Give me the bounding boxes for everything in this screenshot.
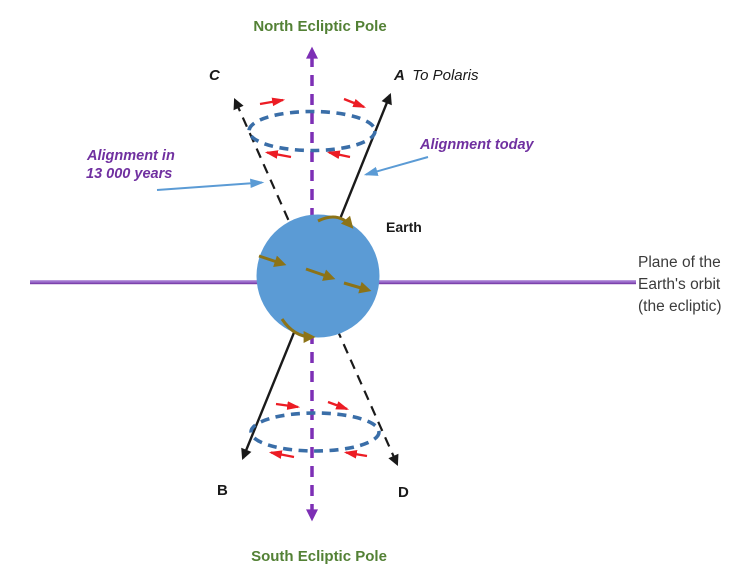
precession-arrow-icon (343, 450, 368, 459)
north-ecliptic-pole-label: North Ecliptic Pole (253, 18, 386, 35)
axis-a-label: A To Polaris (393, 67, 479, 84)
axis-c-label: C (209, 67, 221, 84)
earth-label: Earth (386, 219, 422, 235)
earth-globe (256, 214, 380, 338)
rotation-arrow-icon (343, 281, 372, 294)
precession-circle-north (247, 109, 377, 153)
precession-arrows-south (268, 400, 368, 459)
precession-arrow-icon (259, 97, 286, 107)
precession-arrow-icon (327, 400, 350, 411)
earth-rotation-arrows (258, 215, 372, 343)
axis-b-label: B (217, 482, 228, 499)
axis-a-note: To Polaris (412, 67, 479, 84)
precession-circle-south (249, 411, 381, 453)
alignment-future-label-line2: 13 000 years (86, 166, 172, 182)
ecliptic-plane-label-line1: Plane of the (638, 254, 721, 271)
rotation-arrow-icon (317, 215, 354, 229)
alignment-today-label: Alignment today (419, 137, 535, 153)
axis-a-letter: A (393, 67, 405, 84)
callout-arrow-future-icon (156, 178, 265, 191)
axis-d-label: D (398, 484, 409, 501)
precession-arrow-icon (268, 450, 295, 459)
precession-arrow-icon (275, 401, 301, 410)
ecliptic-plane-label-line2: Earth's orbit (638, 276, 721, 293)
precession-arrow-icon (326, 150, 351, 160)
rotation-arrow-icon (280, 318, 316, 343)
rotation-arrow-icon (305, 267, 336, 281)
rotation-arrow-icon (258, 254, 287, 268)
precession-arrows-north (259, 97, 367, 160)
precession-arrow-icon (264, 150, 292, 159)
callout-arrow-today-icon (363, 156, 429, 176)
south-ecliptic-pole-label: South Ecliptic Pole (251, 548, 387, 565)
ecliptic-plane-label-line3: (the ecliptic) (638, 298, 722, 315)
alignment-future-label-line1: Alignment in (86, 148, 175, 164)
precession-arrow-icon (343, 97, 367, 109)
